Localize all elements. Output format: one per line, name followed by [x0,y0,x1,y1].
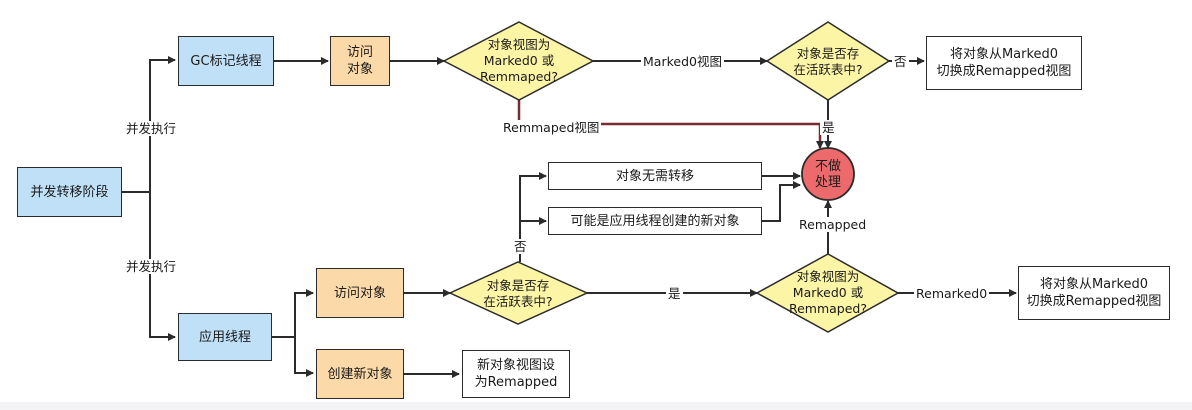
visit-object-bottom-node: 访问对象 [316,268,404,318]
bottom-band [0,402,1192,410]
label-concurrent-bottom: 并发执行 [124,259,179,274]
no-process-circle [801,147,855,201]
decision-view-bottom: 对象视图为 Marked0 或 Remmaped? [788,269,868,316]
decision-view-top-shape [442,21,595,101]
decision-active-bottom-shape [448,261,589,325]
label-no-top: 否 [892,54,909,69]
edge-maybe-new-to-noprocess [762,181,801,222]
edge-remmaped-to-noprocess [517,99,824,149]
label-marked0-view: Marked0视图 [641,54,724,69]
no-process-terminal: 不做 处理 [814,159,841,190]
app-thread-node: 应用线程 [178,313,272,361]
switch-view-top-node: 将对象从Marked0 切换成Remapped视图 [926,36,1082,90]
edge-app-split [272,289,314,338]
label-yes-bottom: 是 [666,286,683,301]
switch-view-bottom-node: 将对象从Marked0 切换成Remapped视图 [1018,266,1170,320]
label-no-bottom: 否 [512,239,529,254]
gc-thread-node: GC标记线程 [178,36,274,86]
edge-app-to-create [294,337,314,377]
new-object-view-node: 新对象视图设 为Remapped [462,350,570,398]
decision-active-top-shape [765,21,891,101]
label-remarked0: Remarked0 [914,286,990,301]
maybe-new-object-node: 可能是应用线程创建的新对象 [548,207,762,235]
no-transfer-node: 对象无需转移 [548,162,762,190]
create-new-object-node: 创建新对象 [316,349,404,399]
decision-view-bottom-shape [755,253,900,333]
edge-split-to-no-transfer [519,172,547,245]
concurrent-phase-node: 并发转移阶段 [17,167,122,217]
label-yes-top: 是 [820,120,837,135]
label-remapped: Remapped [797,217,869,232]
decision-active-top: 对象是否存 在活跃表中? [793,46,863,77]
decision-view-top: 对象视图为 Marked0 或 Remmaped? [479,37,559,84]
edge-root-to-app [149,192,176,341]
label-concurrent-top: 并发执行 [124,121,179,136]
visit-object-top-node: 访问 对象 [330,36,390,86]
decision-active-bottom: 对象是否存 在活跃表中? [483,278,553,309]
label-remmaped-view: Remmaped视图 [501,120,602,135]
